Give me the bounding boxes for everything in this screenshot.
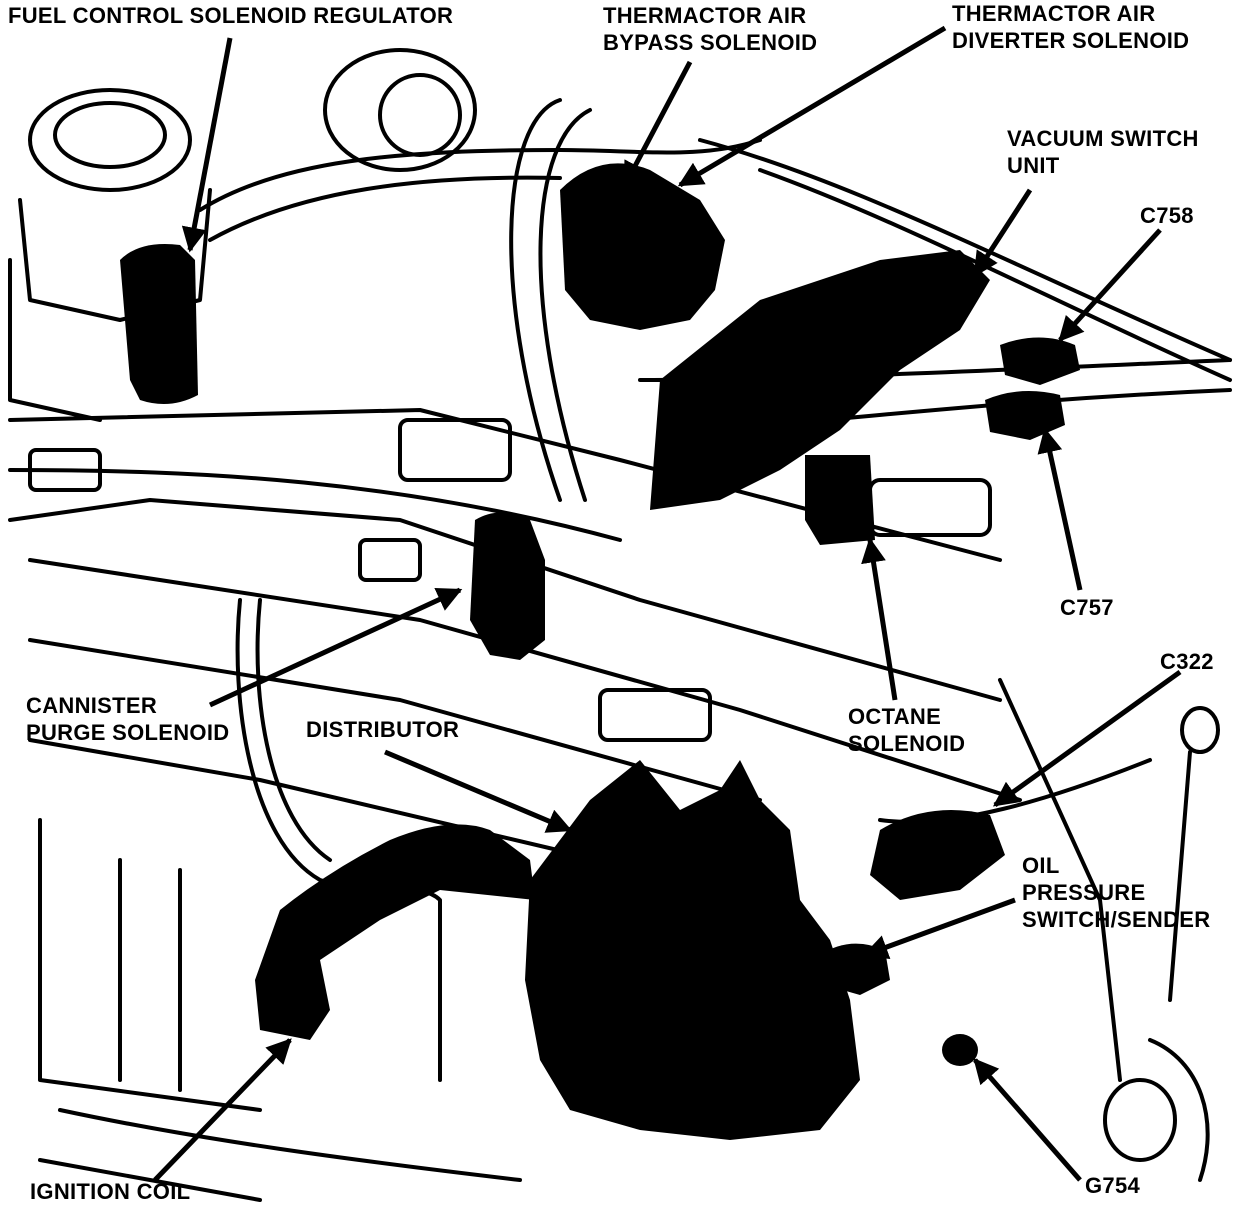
label-c757: C757 — [1060, 594, 1114, 621]
label-fuel-control-solenoid-regulator: FUEL CONTROL SOLENOID REGULATOR — [8, 2, 453, 29]
label-c322: C322 — [1160, 648, 1214, 675]
label-c758: C758 — [1140, 202, 1194, 229]
cannister-purge-solenoid-shape — [470, 512, 545, 660]
label-octane-solenoid: OCTANE SOLENOID — [848, 703, 965, 757]
octane-solenoid-shape — [805, 455, 875, 545]
label-line: BYPASS SOLENOID — [603, 30, 818, 55]
label-line: G754 — [1085, 1173, 1141, 1198]
label-line: C757 — [1060, 595, 1114, 620]
c322-connector-shape — [870, 810, 1005, 900]
label-line: C758 — [1140, 203, 1194, 228]
component-blobs — [120, 163, 1080, 1140]
label-line: PRESSURE — [1022, 880, 1146, 905]
label-ignition-coil: IGNITION COIL — [30, 1178, 190, 1205]
label-g754: G754 — [1085, 1172, 1140, 1199]
label-line: C322 — [1160, 649, 1214, 674]
label-oil-pressure-switch-sender: OIL PRESSURE SWITCH/SENDER — [1022, 852, 1210, 933]
thermactor-bypass-solenoid-shape — [560, 163, 725, 330]
label-thermactor-air-diverter-solenoid: THERMACTOR AIR DIVERTER SOLENOID — [952, 0, 1189, 54]
label-thermactor-air-bypass-solenoid: THERMACTOR AIR BYPASS SOLENOID — [603, 2, 817, 56]
label-line: SWITCH/SENDER — [1022, 907, 1211, 932]
vacuum-switch-shape — [650, 250, 990, 510]
ignition-coil-shape — [255, 824, 535, 1040]
distributor-shape — [525, 760, 860, 1140]
c757-connector-shape — [985, 391, 1065, 440]
label-line: FUEL CONTROL SOLENOID REGULATOR — [8, 3, 454, 28]
label-line: SOLENOID — [848, 731, 966, 756]
label-distributor: DISTRIBUTOR — [306, 716, 459, 743]
label-line: OCTANE — [848, 704, 942, 729]
label-line: PURGE SOLENOID — [26, 720, 230, 745]
label-line: IGNITION COIL — [30, 1179, 191, 1204]
label-line: DIVERTER SOLENOID — [952, 28, 1190, 53]
label-line: DISTRIBUTOR — [306, 717, 460, 742]
label-line: VACUUM SWITCH — [1007, 126, 1199, 151]
leader-arrows — [153, 25, 1182, 1182]
label-line: OIL — [1022, 853, 1060, 878]
g754-ground-shape — [942, 1034, 978, 1066]
label-line: CANNISTER — [26, 693, 158, 718]
label-cannister-purge-solenoid: CANNISTER PURGE SOLENOID — [26, 692, 229, 746]
fuel-control-solenoid-shape — [120, 244, 198, 404]
c758-connector-shape — [1000, 337, 1080, 385]
label-line: THERMACTOR AIR — [952, 1, 1156, 26]
label-line: THERMACTOR AIR — [603, 3, 807, 28]
label-vacuum-switch-unit: VACUUM SWITCH UNIT — [1007, 125, 1199, 179]
label-line: UNIT — [1007, 153, 1060, 178]
